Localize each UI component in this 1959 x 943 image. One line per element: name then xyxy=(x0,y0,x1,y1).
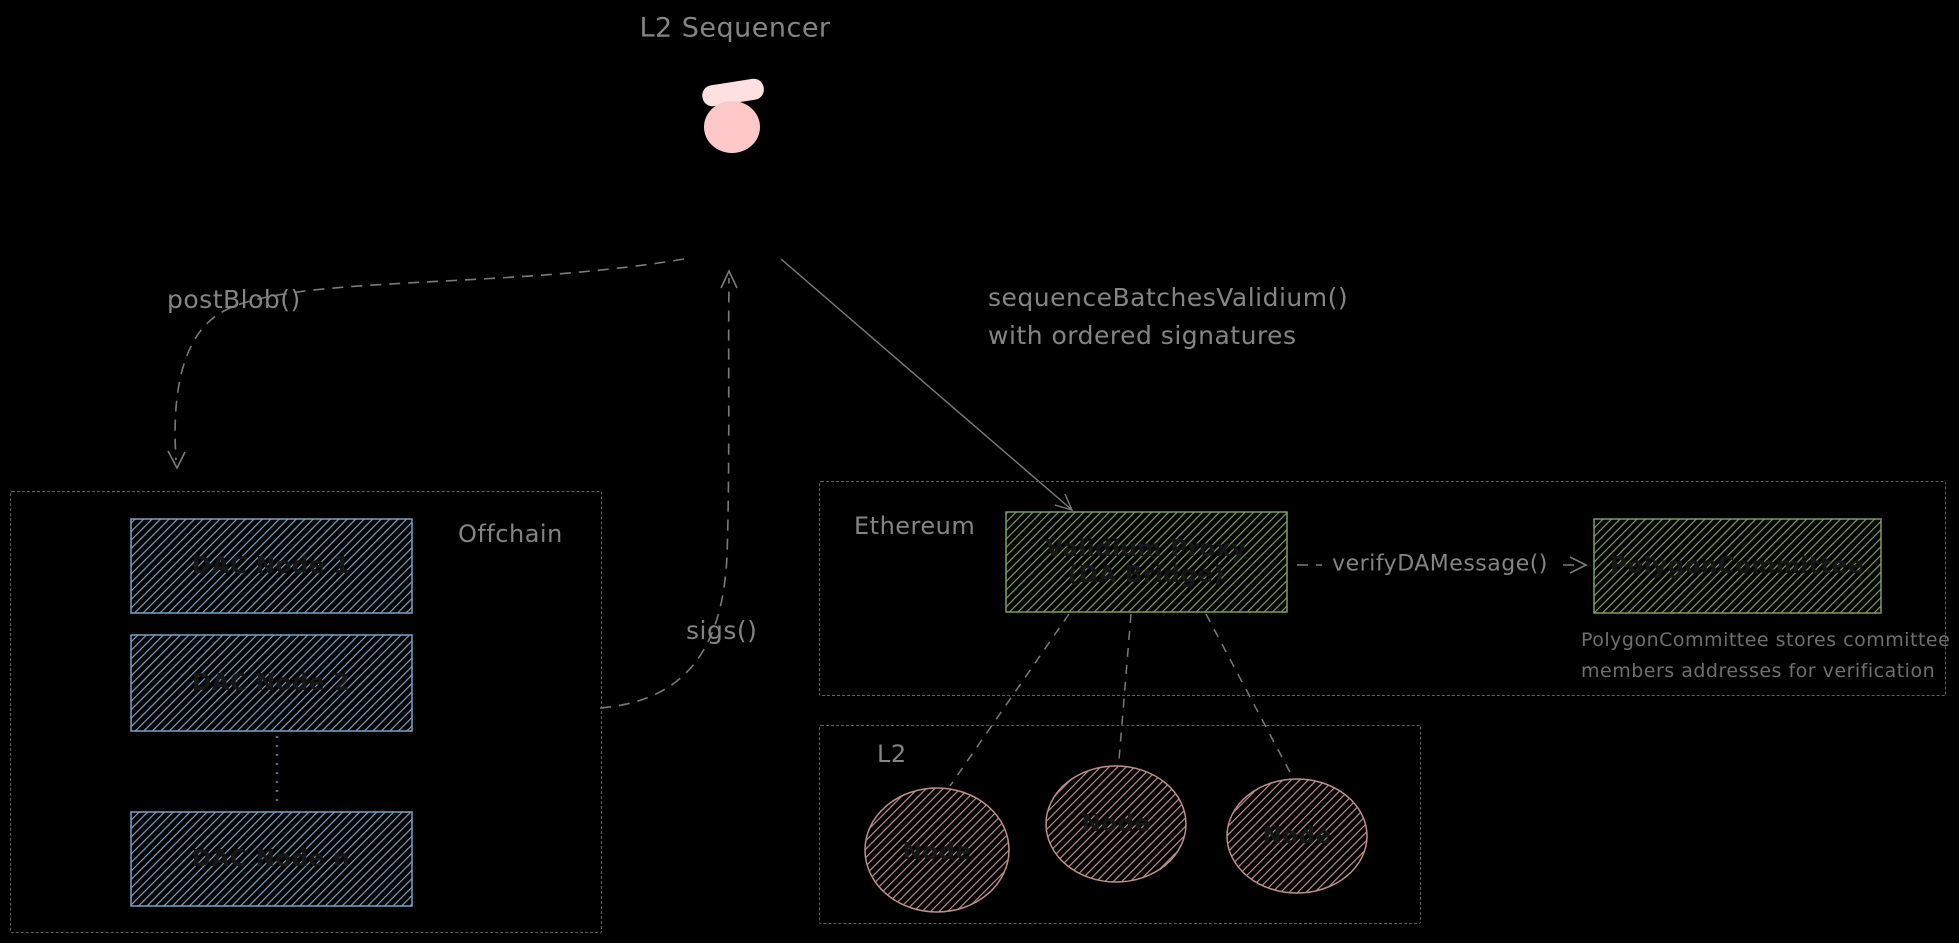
sigs-label: sigs() xyxy=(686,616,758,645)
l2-container xyxy=(819,725,1421,924)
l2-node-1-label: Node xyxy=(902,839,972,865)
l2-node-3-label: Node xyxy=(1262,823,1332,849)
offchain-label: Offchain xyxy=(458,520,563,548)
dac-node-1-label: DAC Node 1 xyxy=(192,553,350,579)
sequence-batches-arrow xyxy=(780,258,1074,512)
dac-node-n-box xyxy=(130,811,413,907)
polygon-committee-label: PolygonCommittee xyxy=(1610,553,1864,579)
sequence-batches-label-line1: sequenceBatchesValidium() xyxy=(988,283,1349,312)
offchain-container xyxy=(10,491,602,933)
validium-proxy-label: Validium Proxy (DA Bridge) xyxy=(1045,536,1246,588)
l2-node-2-label: Node xyxy=(1081,811,1151,837)
l2-node-1-ellipse xyxy=(864,787,1010,913)
polygon-committee-box xyxy=(1593,518,1882,614)
sequence-batches-label-line2: with ordered signatures xyxy=(988,321,1297,350)
dac-node-2-box xyxy=(130,634,413,732)
sequencer-person-icon xyxy=(702,78,764,153)
verify-da-message-label: verifyDAMessage() xyxy=(1322,551,1558,577)
validium-proxy-label-line1: Validium Proxy xyxy=(1045,536,1247,562)
l2-node-3-ellipse xyxy=(1226,778,1368,894)
post-blob-label: postBlob() xyxy=(167,285,301,314)
post-blob-arrow xyxy=(167,258,685,470)
sigs-arrow xyxy=(599,269,738,709)
dac-node-2-label: DAC Node 2 xyxy=(192,670,350,696)
l2-label: L2 xyxy=(877,740,907,768)
validium-proxy-box xyxy=(1005,511,1288,613)
ethereum-container xyxy=(819,481,1946,696)
dac-node-1-box xyxy=(130,518,413,614)
l2-node-2-ellipse xyxy=(1045,765,1187,883)
committee-note-line2: members addresses for verification xyxy=(1581,660,1936,682)
committee-note-line1: PolygonCommittee stores committee xyxy=(1581,629,1951,651)
validium-proxy-label-line2: (DA Bridge) xyxy=(1067,562,1225,588)
sequencer-title: L2 Sequencer xyxy=(639,12,831,44)
dac-node-n-label: DAC Node n xyxy=(191,846,351,872)
ethereum-label: Ethereum xyxy=(854,512,976,540)
